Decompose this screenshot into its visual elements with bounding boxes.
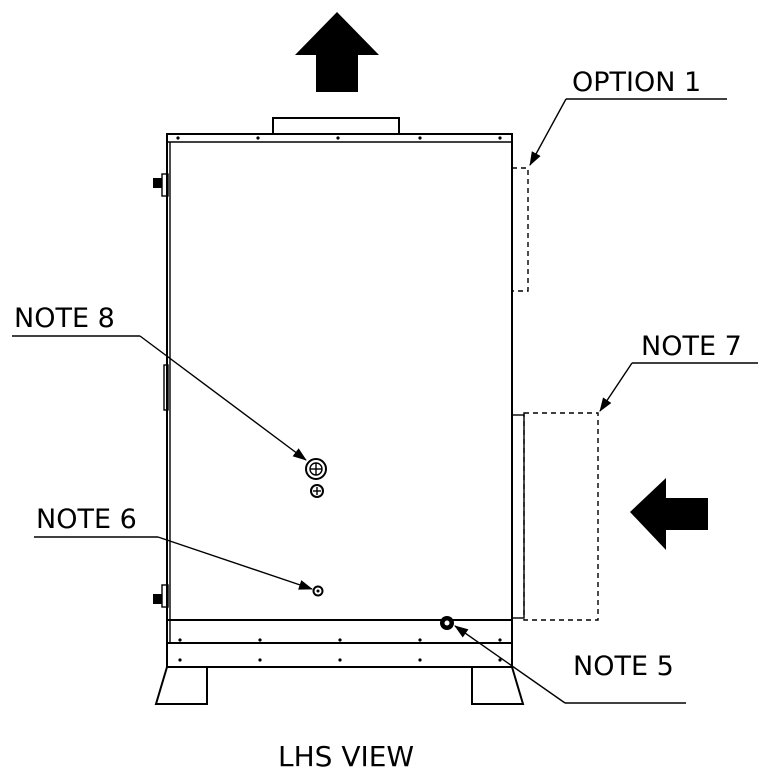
callout-note-6-label: NOTE 6	[36, 504, 137, 535]
callout-option-1-label: OPTION 1	[572, 67, 701, 98]
callout-note-5-label: NOTE 5	[573, 651, 674, 682]
top-outlet-collar	[272, 117, 400, 135]
inlet-housing	[511, 412, 599, 621]
callout-note-8-label: NOTE 8	[14, 303, 115, 334]
bottom-rivets	[178, 638, 502, 662]
callout-note-7: NOTE 7	[599, 331, 758, 412]
large-port-icon	[305, 458, 327, 480]
base-plinth	[166, 619, 513, 668]
small-port-icon	[310, 484, 324, 498]
option-1-outline	[511, 167, 529, 292]
drain-port-icon	[312, 585, 324, 597]
callout-note-7-label: NOTE 7	[641, 331, 742, 362]
view-title: LHS VIEW	[278, 740, 414, 773]
side-latch	[163, 364, 169, 411]
callout-note-5: NOTE 5	[454, 625, 686, 704]
foot-left	[154, 666, 208, 705]
hinge-upper	[153, 173, 169, 197]
hinge-lower	[153, 584, 169, 608]
foot-right	[471, 666, 525, 705]
callout-note-8: NOTE 8	[12, 303, 307, 461]
airflow-out-arrow-icon	[295, 12, 379, 92]
cabinet-body	[166, 133, 513, 644]
top-rivets	[176, 136, 502, 140]
bottom-port-icon	[440, 616, 454, 630]
airflow-in-arrow-icon	[630, 478, 708, 550]
callout-note-6: NOTE 6	[34, 504, 313, 590]
callout-option-1: OPTION 1	[529, 67, 727, 166]
